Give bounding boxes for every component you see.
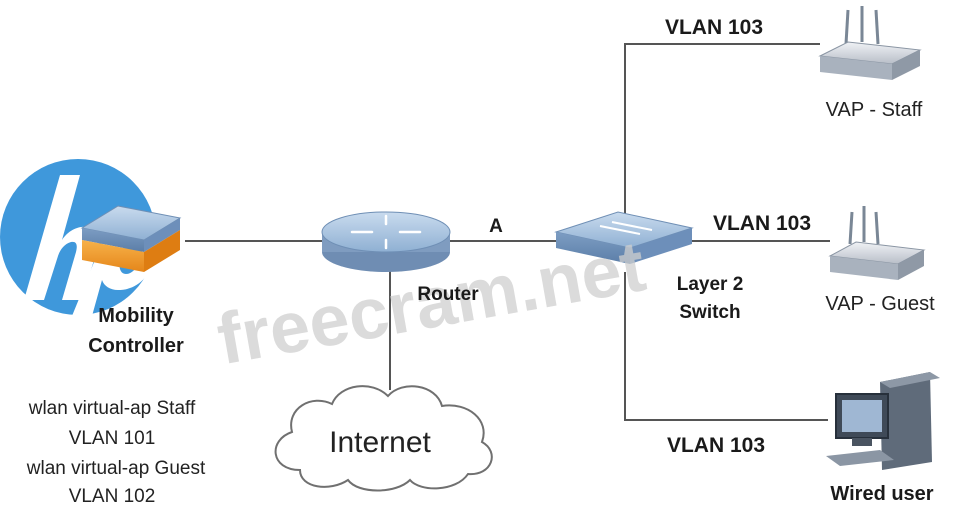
connection-lines [185,43,830,421]
internet-label: Internet [329,426,431,459]
vlan-label-wired: VLAN 103 [667,434,765,457]
link-switch-wired-user [624,272,828,421]
wired-user-computer-icon [826,372,940,470]
vlan-label-staff: VLAN 103 [665,16,763,39]
controller-name-line1: Mobility [98,305,174,327]
router-icon [321,211,451,272]
vap-guest-icon [828,206,926,280]
vap-staff-icon [818,6,922,80]
vap-staff-label: VAP - Staff [826,99,923,121]
controller-config-line-3: wlan virtual-ap Guest [26,458,206,479]
controller-config-line-2: VLAN 101 [69,428,156,449]
switch-label-line2: Switch [679,302,740,323]
layer2-switch-icon [554,211,694,264]
internet-cloud-icon [274,385,493,492]
wired-user-label: Wired user [830,483,933,505]
vlan-label-guest: VLAN 103 [713,212,811,235]
controller-config-line-1: wlan virtual-ap Staff [28,398,196,419]
controller-name-line2: Controller [88,335,184,357]
link-switch-vap-staff [624,43,820,215]
controller-config-line-4: VLAN 102 [69,486,156,507]
hp-logo [0,159,159,316]
vap-guest-label: VAP - Guest [825,293,935,315]
link-a-label: A [489,216,503,237]
switch-label-line1: Layer 2 [677,274,744,295]
router-label: Router [417,284,479,305]
mobility-controller-icon [80,205,182,272]
